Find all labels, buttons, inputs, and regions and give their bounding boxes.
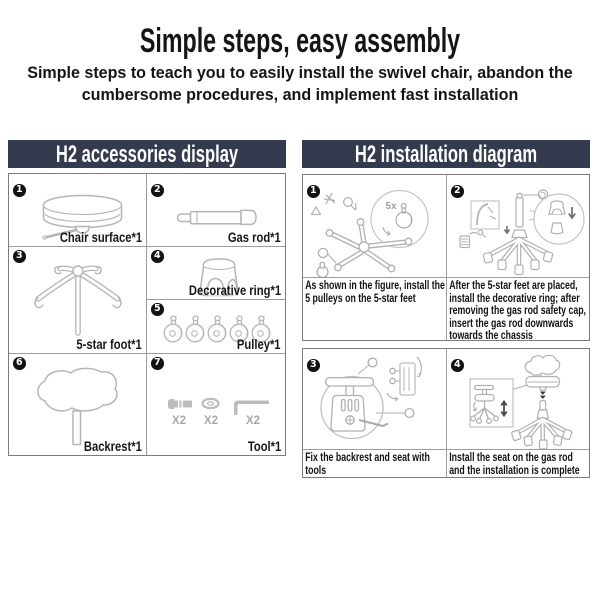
step-number-badge: 2 <box>451 185 464 198</box>
step3-caption: Fix the backrest and seat with tools <box>305 450 430 477</box>
grid-vline <box>146 174 147 455</box>
step4-drawing <box>469 354 573 449</box>
backrest-drawing <box>37 367 118 446</box>
item-number-badge: 2 <box>151 184 164 197</box>
step-number-badge: 1 <box>307 185 320 198</box>
installation-header-label: H2 installation diagram <box>354 141 538 168</box>
five-star-foot-drawing <box>34 265 122 336</box>
step4-caption: Install the seat on the gas rod and the … <box>449 450 580 477</box>
accessories-table: 1 Chair surface*1 2 Gas rod*1 <box>8 173 286 456</box>
grid-hline-caption <box>303 277 589 278</box>
decorative-ring-drawing <box>199 258 239 297</box>
page-subtitle: Simple steps to teach you to easily inst… <box>27 63 573 104</box>
accessory-cell-backrest: 6 Backrest*1 <box>9 354 146 455</box>
item-label: Decorative ring*1 <box>188 283 281 298</box>
step1-image-cell: 5x 1 <box>303 175 446 277</box>
accessory-cell-decorative-ring: 4 Decorative ring*1 <box>147 247 285 299</box>
step1-caption: As shown in the figure, install the 5 pu… <box>305 278 445 305</box>
accessories-header-bar: H2 accessories display <box>8 140 286 168</box>
grid-hline-caption <box>303 449 589 450</box>
page-title: Simple steps, easy assembly <box>139 22 461 60</box>
step2-caption: After the 5-star feet are placed, instal… <box>449 278 586 342</box>
step1-drawing: 5x <box>310 189 429 277</box>
item-number-badge: 4 <box>151 250 164 263</box>
step2-image-cell: 2 <box>447 175 589 277</box>
item-label: Tool*1 <box>247 439 281 454</box>
tool-drawing: X2 X2 X2 <box>168 397 269 427</box>
item-label: Backrest*1 <box>84 439 142 454</box>
item-number-badge: 3 <box>13 250 26 263</box>
item-number-badge: 5 <box>151 303 164 316</box>
accessory-cell-five-star-foot: 3 5-star foot*1 <box>9 247 146 353</box>
grid-hline-ring <box>146 299 285 300</box>
installation-header-bar: H2 installation diagram <box>302 140 590 168</box>
tool-qty-bolt: X2 <box>172 415 186 427</box>
chair-surface-drawing <box>42 194 123 240</box>
item-number-badge: 7 <box>151 357 164 370</box>
item-label: 5-star foot*1 <box>76 337 142 352</box>
installation-steps-3-4: 3 Fix the backrest and seat with tools <box>302 348 590 478</box>
step2-drawing <box>459 189 585 276</box>
item-label: Pulley*1 <box>237 337 281 352</box>
accessory-cell-tool: X2 X2 X2 7 Tool*1 <box>147 354 285 455</box>
tool-qty-washer: X2 <box>204 415 218 427</box>
accessories-header-label: H2 accessories display <box>55 141 239 168</box>
accessory-cell-pulley: 5 Pulley*1 <box>147 300 285 353</box>
item-number-badge: 6 <box>13 357 26 370</box>
item-number-badge: 1 <box>13 184 26 197</box>
step4-image-cell: 4 <box>447 349 589 449</box>
grid-hline-row2 <box>9 353 285 354</box>
step1-quantity-annotation: 5x <box>385 201 397 212</box>
item-label: Gas rod*1 <box>228 230 281 245</box>
gas-rod-drawing <box>176 209 257 226</box>
grid-vline <box>446 175 447 340</box>
step-number-badge: 4 <box>451 359 464 372</box>
item-label: Chair surface*1 <box>59 230 142 245</box>
grid-hline-row1 <box>9 246 285 247</box>
step-number-badge: 3 <box>307 359 320 372</box>
step3-image-cell: 3 <box>303 349 446 449</box>
installation-steps-1-2: 5x 1 As shown in the figure, install the… <box>302 174 590 341</box>
accessory-cell-chair-surface: 1 Chair surface*1 <box>9 174 146 246</box>
step3-drawing <box>320 356 423 440</box>
tool-qty-allen-key: X2 <box>246 415 260 427</box>
accessory-cell-gas-rod: 2 Gas rod*1 <box>147 174 285 246</box>
grid-vline <box>446 349 447 477</box>
